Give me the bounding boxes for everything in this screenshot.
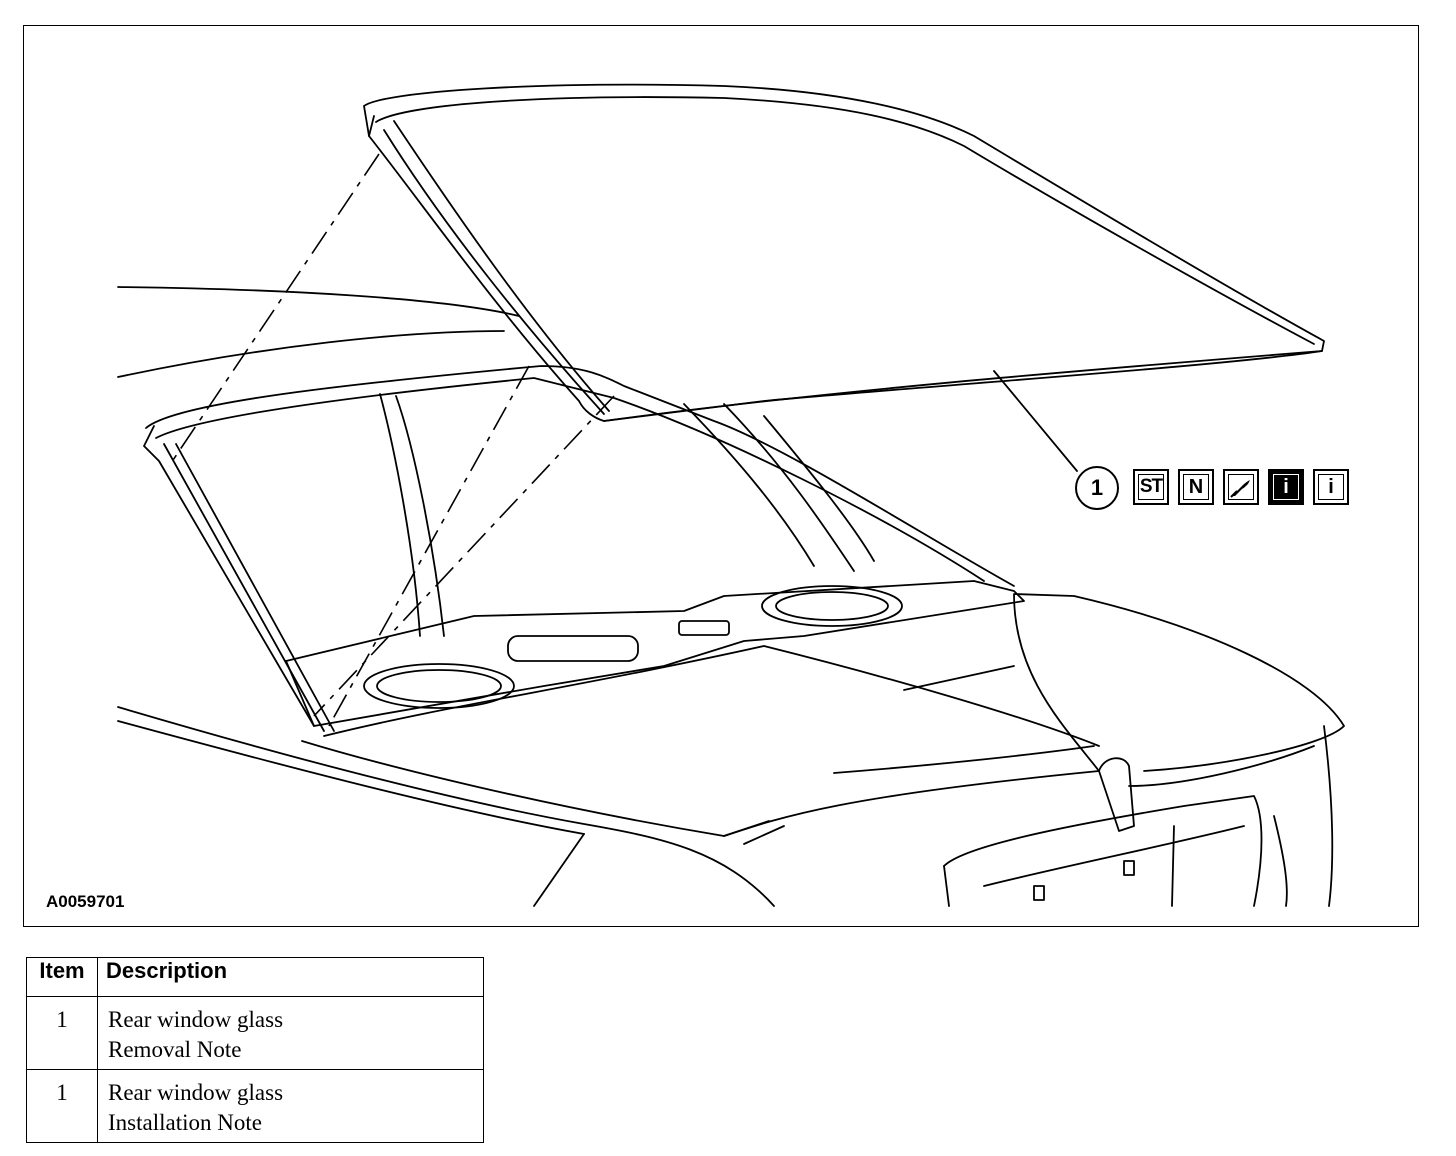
removal-note-link[interactable]: Removal Note xyxy=(108,1037,242,1062)
description-line: Rear window glass xyxy=(108,1080,284,1105)
info-symbol-icon: i xyxy=(1313,469,1349,505)
speaker-hole-right xyxy=(761,585,903,627)
window-opening-inner xyxy=(155,377,985,582)
item-number: 1 xyxy=(26,996,98,1070)
roof-line-lower xyxy=(117,330,505,378)
table-row: 1 Rear window glass Removal Note xyxy=(26,996,484,1070)
figure-frame: A0059701 1 ST N i i xyxy=(23,25,1419,927)
installation-note-link[interactable]: Installation Note xyxy=(108,1110,262,1135)
window-opening xyxy=(143,365,1015,727)
description-line: Rear window glass xyxy=(108,1007,284,1032)
taillight xyxy=(1098,757,1135,832)
callout-leader xyxy=(993,370,1078,472)
c-pillar xyxy=(379,393,445,637)
item-description-table: Item Description 1 Rear window glass Rem… xyxy=(26,957,484,1143)
install-guide-line-right xyxy=(328,365,530,727)
description-cell: Rear window glass Installation Note xyxy=(97,1069,484,1143)
description-cell: Rear window glass Removal Note xyxy=(97,996,484,1070)
note-symbol-icon: N xyxy=(1178,469,1214,505)
trunk-lid xyxy=(301,593,1345,837)
speaker-hole-left xyxy=(363,663,515,709)
body-side xyxy=(117,706,775,907)
info-symbol-filled-icon: i xyxy=(1268,469,1304,505)
install-guide-line-mid xyxy=(313,395,615,717)
adhesive-tube-symbol-icon xyxy=(1223,469,1259,505)
table-header-row: Item Description xyxy=(26,957,484,997)
description-column-header: Description xyxy=(97,957,484,997)
item-column-header: Item xyxy=(26,957,98,997)
rear-window-glass xyxy=(363,83,1325,422)
license-recess xyxy=(943,795,1263,907)
special-tool-symbol-icon: ST xyxy=(1133,469,1169,505)
symbol-row: ST N i i xyxy=(1133,469,1349,505)
package-shelf xyxy=(285,580,1025,727)
rear-window-diagram xyxy=(117,83,1345,907)
figure-id: A0059701 xyxy=(46,892,125,911)
item-number: 1 xyxy=(26,1069,98,1143)
roof-line-upper xyxy=(117,286,520,317)
callout-number: 1 xyxy=(1075,466,1119,510)
install-guide-line-left xyxy=(168,153,380,467)
table-row: 1 Rear window glass Installation Note xyxy=(26,1069,484,1143)
